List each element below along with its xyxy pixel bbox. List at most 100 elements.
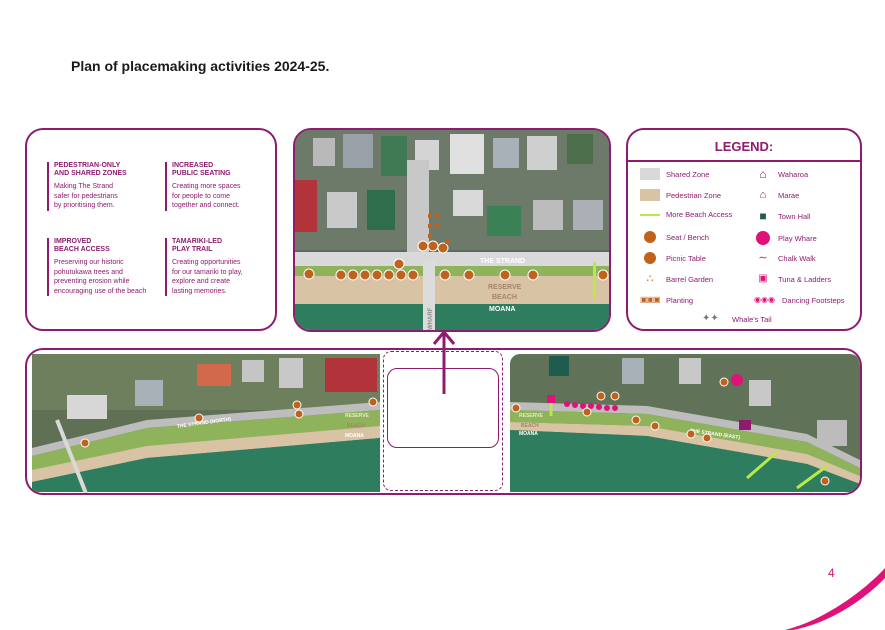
legend-item-shared-zone: Shared Zone <box>640 168 709 180</box>
pillar-heading: INCREASED <box>172 162 214 169</box>
seat-markers <box>80 397 378 448</box>
pillar-text: pohutukawa trees and <box>54 268 123 276</box>
dancing-footsteps-icon: ◉◉◉ <box>754 295 775 304</box>
legend-label: Tuna & Ladders <box>778 274 832 284</box>
legend-label: Chalk Walk <box>778 253 816 263</box>
pillar-text: lasting memories. <box>172 287 227 295</box>
map-label-reserve: RESERVE <box>519 413 543 419</box>
pillar-heading: PEDESTRIAN-ONLY <box>54 162 121 169</box>
arrow-up-icon <box>432 329 456 394</box>
pillar-heading: PLAY TRAIL <box>172 246 213 253</box>
legend-label: Pedestrian Zone <box>666 190 722 200</box>
shared-zone-swatch <box>640 168 660 180</box>
map-label-reserve: RESERVE <box>488 284 522 291</box>
marae-icon: ⌂ <box>759 189 767 201</box>
legend-item-pedestrian-zone: Pedestrian Zone <box>640 189 721 201</box>
play-whare-icon <box>756 231 770 245</box>
map-label-reserve: RESERVE <box>345 413 369 419</box>
map-label-wharf: WHARF <box>428 307 434 330</box>
seat-icon <box>644 231 656 243</box>
pillar-heading: AND SHARED ZONES <box>54 170 127 177</box>
chalk-walk-icon: ∼ <box>758 252 768 264</box>
whales-tail-icon: ✦✦ <box>702 313 719 324</box>
pillar-text: Creating opportunities <box>172 259 241 266</box>
pillar-text: Preserving our historic <box>54 259 124 266</box>
pillar-text: Creating more spaces <box>172 183 241 190</box>
legend-label: Planting <box>666 295 694 305</box>
planting-markers <box>428 214 449 244</box>
legend-card: LEGEND: Shared Zone Pedestrian Zone More… <box>626 128 862 331</box>
map-label-beach: BEACH <box>521 423 539 429</box>
legend-label: Shared Zone <box>666 169 710 179</box>
legend-divider <box>628 160 860 162</box>
page-title: Plan of placemaking activities 2024-25. <box>71 58 330 74</box>
pillar-text: explore and create <box>172 278 230 285</box>
page-number: 4 <box>828 566 835 580</box>
seat-markers <box>511 377 830 486</box>
pillar-text: by prioritising them. <box>54 202 115 209</box>
legend-item-chalk-walk: ∼ Chalk Walk <box>754 252 816 264</box>
pillar-text: encouraging use of the beach <box>54 287 147 295</box>
legend-item-town-hall: ■ Town Hall <box>754 209 811 223</box>
legend-label: Town Hall <box>778 211 811 221</box>
pillar-heading: BEACH ACCESS <box>54 246 110 253</box>
planting-icon: ▣▣▣ <box>640 295 661 304</box>
town-hall-icon: ■ <box>759 209 767 223</box>
legend-label: Seat / Bench <box>666 232 709 242</box>
corner-decoration <box>785 568 885 630</box>
waharoa-icon: ⌂ <box>759 167 767 181</box>
legend-item-tuna-ladders: ▣ Tuna & Ladders <box>754 273 831 285</box>
seat-markers <box>303 240 609 281</box>
legend-item-picnic-table: Picnic Table <box>640 252 706 264</box>
legend-label: Picnic Table <box>666 253 706 263</box>
legend-item-marae: ⌂ Marae <box>754 189 800 201</box>
legend-label: More Beach Access <box>666 210 733 219</box>
legend-item-planting: ▣▣▣ Planting <box>640 294 693 306</box>
legend-label: Marae <box>778 190 800 200</box>
legend-item-play-whare: Play Whare <box>754 231 817 245</box>
pillar-text: preventing erosion while <box>54 278 130 285</box>
map-label-moana: MOANA <box>489 306 515 313</box>
map-wharf-image: THE STRAND RESERVE BEACH MOANA WHARF <box>295 130 609 330</box>
pedestrian-zone-swatch <box>640 189 660 201</box>
pillar-heading: PUBLIC SEATING <box>172 170 231 177</box>
map-label-beach: BEACH <box>347 423 365 429</box>
dancing-footsteps-trail <box>564 401 618 411</box>
picnic-table-icon <box>644 252 656 264</box>
legend-item-barrel-garden: ∴ Barrel Garden <box>640 273 714 285</box>
beach-access-swatch <box>640 213 660 216</box>
map-label-strand: THE STRAND <box>480 258 525 265</box>
legend-item-waharoa: ⌂ Waharoa <box>754 168 808 180</box>
legend-item-seat: Seat / Bench <box>640 231 709 243</box>
legend-label: Barrel Garden <box>666 274 714 284</box>
pillar-heading: IMPROVED <box>54 238 92 245</box>
map-label-moana: MOANA <box>345 433 364 439</box>
map-strand-north: THE STRAND (NORTH) RESERVE BEACH MOANA <box>32 354 380 493</box>
map-label-beach: BEACH <box>492 294 517 301</box>
pillar-heading: TAMARIKI-LED <box>172 238 223 245</box>
legend-item-beach-access: More Beach Access <box>640 210 732 219</box>
legend-label: Whale's Tail <box>732 314 772 324</box>
legend-item-whales-tail: ✦✦ Whale's Tail <box>702 313 772 325</box>
map-strand-image: THE STRAND (NORTH) RESERVE BEACH MOANA T… <box>32 354 860 493</box>
legend-label: Dancing Footsteps <box>782 295 845 305</box>
legend-label: Play Whare <box>778 233 817 243</box>
pillar-text: for our tamariki to play, <box>172 268 243 276</box>
tuna-ladders-icon: ▣ <box>758 273 768 284</box>
play-whare-marker <box>731 374 743 386</box>
map-label-moana: MOANA <box>519 431 538 437</box>
map-strand-east: THE STRAND (EAST) RESERVE BEACH MOANA <box>510 354 860 492</box>
map-wharf-area: THE STRAND RESERVE BEACH MOANA WHARF <box>293 128 611 332</box>
legend-label: Waharoa <box>778 169 809 179</box>
legend-item-dancing-footsteps: ◉◉◉ Dancing Footsteps <box>754 294 845 306</box>
pillar-text: together and connect. <box>172 202 240 209</box>
pillar-text: for people to come <box>172 192 230 200</box>
marae-marker <box>739 420 751 430</box>
barrel-garden-icon: ∴ <box>646 273 654 285</box>
pillar-text: safer for pedestrians <box>54 192 118 200</box>
